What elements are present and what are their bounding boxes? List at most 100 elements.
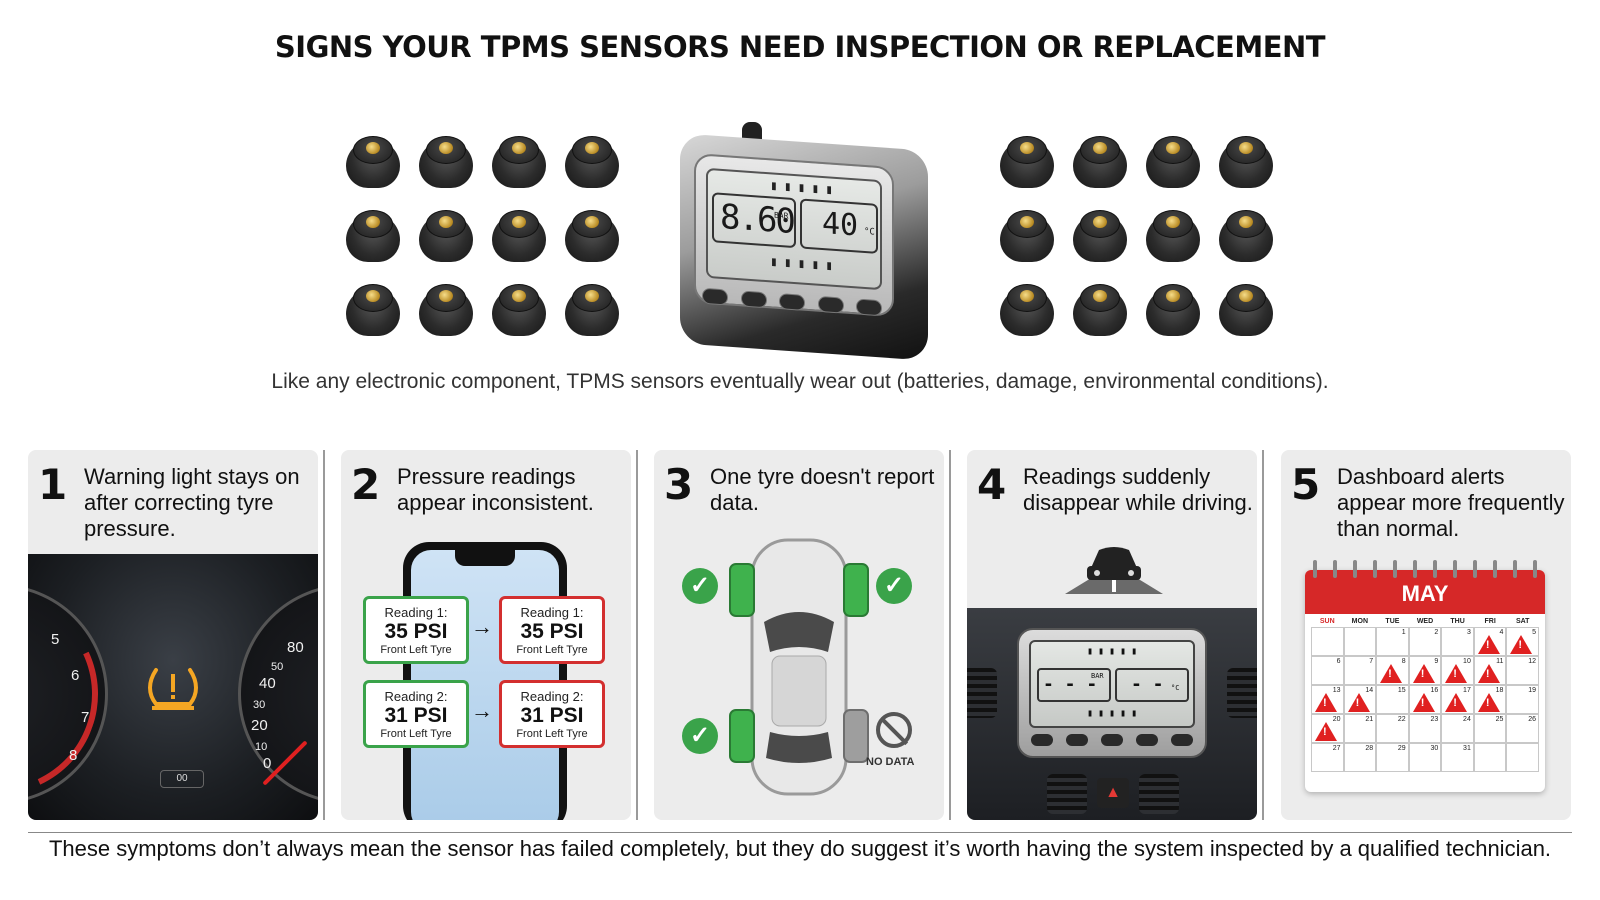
air-vent xyxy=(1227,668,1257,718)
calendar-day xyxy=(1473,743,1507,772)
tpms-sensor xyxy=(1071,204,1129,264)
monitor-lcd: ▮▮▮▮▮ - - - BAR - - °C ▮▮▮▮▮ xyxy=(1029,640,1195,728)
ring xyxy=(1473,560,1477,578)
car-on-road-icon xyxy=(1059,542,1169,594)
ring xyxy=(1393,560,1397,578)
calendar-days: 1234567891011121314151617181920212223242… xyxy=(1305,627,1545,772)
tpms-sensor xyxy=(1144,278,1202,338)
calendar-day: 30 xyxy=(1408,743,1442,772)
tpms-sensor xyxy=(1071,278,1129,338)
monitor-button xyxy=(1031,734,1053,746)
calendar-day: 1 xyxy=(1376,627,1409,656)
tpms-sensor xyxy=(490,278,548,338)
gauge-number: 0 xyxy=(263,755,272,772)
calendar-day-alert: 17 xyxy=(1441,685,1474,714)
reading-label: Reading 1: xyxy=(384,605,448,620)
monitor-button xyxy=(740,290,767,309)
calendar-day: 21 xyxy=(1343,714,1377,743)
tpms-sensor xyxy=(998,278,1056,338)
calendar-day: 3 xyxy=(1441,627,1474,656)
calendar-day: 12 xyxy=(1506,656,1539,685)
car-top-view xyxy=(724,532,874,802)
divider xyxy=(949,450,951,820)
phone-notch xyxy=(455,550,515,566)
calendar-day-alert: 13 xyxy=(1311,685,1344,714)
calendar-day: 22 xyxy=(1376,714,1409,743)
calendar-day: 25 xyxy=(1473,714,1507,743)
tpms-sensor xyxy=(1144,204,1202,264)
tpms-sensor xyxy=(1217,130,1275,190)
hero-illustration: ▮▮▮▮▮ 8.60 BAR 40 °C ▮▮▮▮▮ xyxy=(0,112,1600,361)
tachometer: 5 6 7 8 xyxy=(28,565,127,820)
tpms-sensor xyxy=(563,204,621,264)
ring xyxy=(1413,560,1417,578)
reading-card: Reading 1: 35 PSI Front Left Tyre xyxy=(499,596,605,664)
tpms-sensor xyxy=(563,130,621,190)
calendar-day: 6 xyxy=(1311,656,1344,685)
tpms-sensor xyxy=(344,130,402,190)
panel-frequent-alerts: 5 Dashboard alerts appear more frequentl… xyxy=(1281,450,1571,820)
monitor-button xyxy=(779,293,805,311)
calendar-day xyxy=(1343,627,1377,656)
monitor-button xyxy=(856,298,882,317)
air-vent xyxy=(1139,774,1179,814)
lcd-temperature-unit: °C xyxy=(1171,684,1180,692)
reading-tyre: Front Left Tyre xyxy=(516,644,588,656)
gauge-number: 5 xyxy=(51,631,60,648)
arrow-icon: → xyxy=(471,614,493,639)
reading-tyre: Front Left Tyre xyxy=(380,644,452,656)
reading-tyre: Front Left Tyre xyxy=(380,728,452,740)
calendar-day: 2 xyxy=(1408,627,1442,656)
calendar-day-alert: 11 xyxy=(1473,656,1507,685)
tpms-sensor xyxy=(490,130,548,190)
lcd-pressure: - - - xyxy=(1043,674,1098,695)
ring xyxy=(1313,560,1317,578)
reading-card: Reading 2: 31 PSI Front Left Tyre xyxy=(363,680,469,748)
calendar-day xyxy=(1311,627,1344,656)
monitor-button xyxy=(1171,734,1193,746)
lcd-temp-box xyxy=(1115,668,1189,702)
calendar-day: 19 xyxy=(1506,685,1539,714)
calendar-weekday: SUN xyxy=(1319,618,1335,625)
air-vent xyxy=(1047,774,1087,814)
lcd-segments-top: ▮▮▮▮▮ xyxy=(770,178,840,199)
tpms-sensor xyxy=(1071,130,1129,190)
air-vent xyxy=(967,668,997,718)
calendar-day: 15 xyxy=(1376,685,1409,714)
gauge-number: 30 xyxy=(253,699,266,711)
calendar-month: MAY xyxy=(1305,570,1545,614)
divider xyxy=(1262,450,1264,820)
calendar-day-alert: 5 xyxy=(1506,627,1539,656)
sensor-group-right xyxy=(998,130,1275,338)
subtitle: Like any electronic component, TPMS sens… xyxy=(271,370,1329,393)
panel-text: Warning light stays on after correcting … xyxy=(84,464,300,541)
ring xyxy=(1513,560,1517,578)
monitor-button xyxy=(702,287,728,306)
tpms-sensor xyxy=(998,130,1056,190)
gauge-number: 20 xyxy=(251,717,268,734)
monitor-button xyxy=(817,295,844,314)
tpms-sensor xyxy=(1217,204,1275,264)
ring xyxy=(1333,560,1337,578)
panel-warning-light: 1 Warning light stays on after correctin… xyxy=(28,450,318,820)
calendar-weekday: FRI xyxy=(1484,618,1496,625)
lcd-temperature: 40 xyxy=(822,205,859,244)
panel-missing-tyre-data: 3 One tyre doesn't report data. ✓ ✓ ✓ NO… xyxy=(654,450,944,820)
calendar-rings xyxy=(1305,560,1545,580)
lcd-segments-bottom: ▮▮▮▮▮ xyxy=(1087,708,1143,719)
monitor-button xyxy=(1066,734,1088,746)
reading-label: Reading 2: xyxy=(520,689,584,704)
panel-number: 5 xyxy=(1291,460,1321,509)
reading-label: Reading 2: xyxy=(384,689,448,704)
ring xyxy=(1433,560,1437,578)
panel-readings-disappear: 4 Readings suddenly disappear while driv… xyxy=(967,450,1257,820)
car-interior: ▮▮▮▮▮ - - - BAR - - °C ▮▮▮▮▮ ▲ xyxy=(967,608,1257,820)
odometer: 00 xyxy=(160,770,204,788)
divider xyxy=(636,450,638,820)
lcd-temperature: - - xyxy=(1131,674,1164,695)
lcd-pressure-unit: BAR xyxy=(774,210,789,221)
tpms-sensor xyxy=(417,278,475,338)
divider xyxy=(323,450,325,820)
